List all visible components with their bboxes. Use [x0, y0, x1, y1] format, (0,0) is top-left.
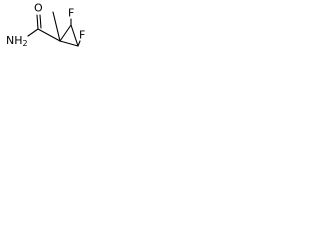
- cf-bond-right: [77, 40, 81, 47]
- amide-nitrogen-label: NH2: [6, 34, 28, 48]
- fluorine-right-label: F: [79, 29, 85, 42]
- methyl-bond: [52, 11, 61, 42]
- amide-nh-text: NH: [6, 34, 23, 47]
- ring-bond-left-top: [59, 24, 72, 42]
- carbonyl-double-bond-a: [36, 14, 39, 30]
- oxygen-label: O: [34, 2, 43, 15]
- chemical-structure: F F O NH2: [6, 2, 85, 48]
- ring-bond-top-bottom: [70, 24, 79, 47]
- amide-cn-bond: [27, 28, 39, 37]
- carbonyl-double-bond-b: [39, 14, 42, 29]
- carbonyl-carbon-bond: [37, 28, 61, 42]
- ring-bond-bottom-left: [59, 40, 79, 47]
- amide-h-subscript: 2: [23, 39, 28, 48]
- fluorine-top-label: F: [68, 7, 74, 20]
